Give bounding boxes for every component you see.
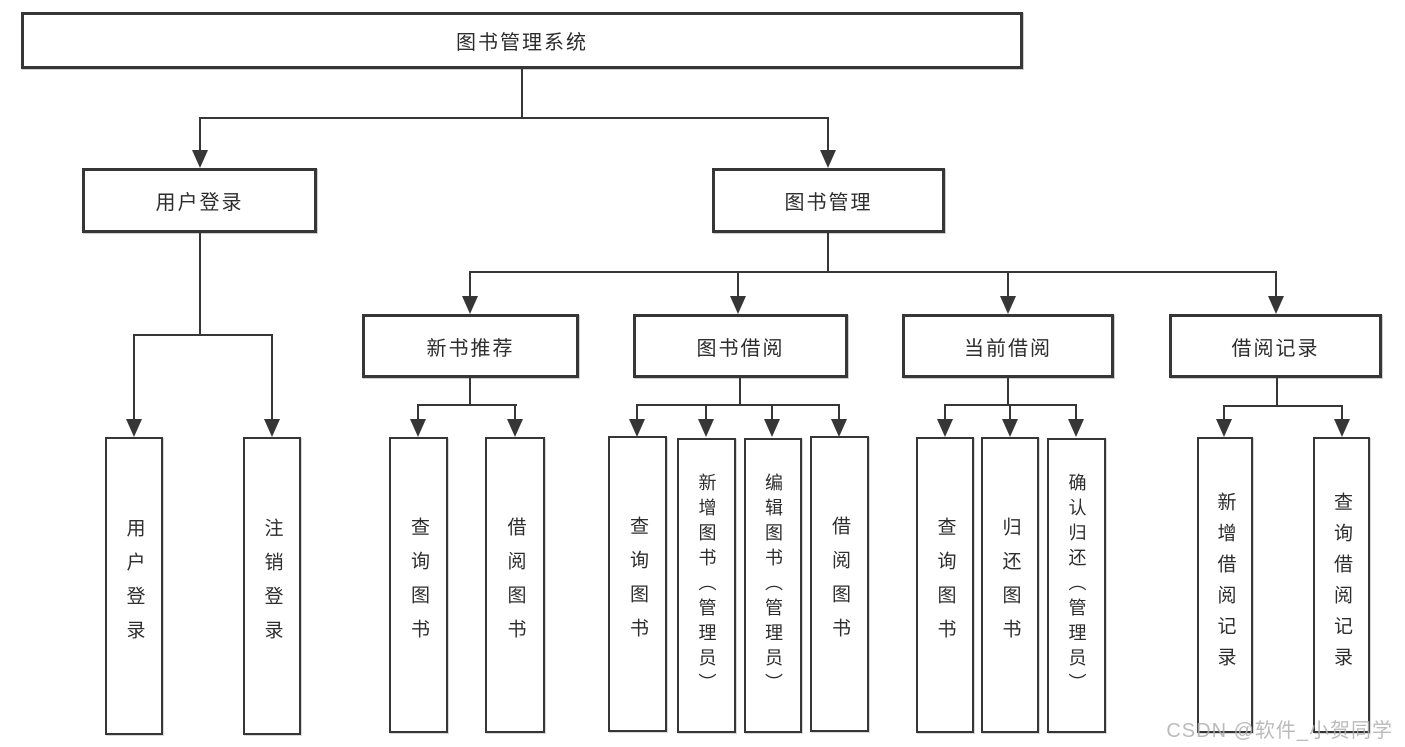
node-book-management-label: 图书管理 bbox=[784, 192, 873, 214]
leaf-borrow-book-1: 借阅图书 bbox=[485, 437, 545, 733]
node-book-borrow: 图书借阅 bbox=[633, 314, 848, 378]
node-current-borrow: 当前借阅 bbox=[902, 314, 1114, 378]
leaf-return-book-label: 归还图书 bbox=[999, 517, 1021, 653]
connector-mgmt-stub bbox=[827, 233, 829, 273]
leaf-return-book: 归还图书 bbox=[981, 437, 1039, 733]
connector-arm bbox=[514, 404, 516, 421]
leaf-query-book-1: 查询图书 bbox=[389, 437, 448, 733]
connector-login-stub bbox=[199, 233, 201, 335]
connector-mgmt-split bbox=[469, 271, 1277, 273]
leaf-query-book-3-label: 查询图书 bbox=[934, 517, 956, 653]
node-new-book-recommend: 新书推荐 bbox=[362, 314, 579, 378]
connector-root-stub bbox=[521, 69, 523, 119]
arrow-down-icon bbox=[264, 419, 280, 437]
node-user-login-label: 用户登录 bbox=[155, 192, 244, 214]
node-root: 图书管理系统 bbox=[21, 12, 1023, 69]
connector-arm bbox=[1275, 271, 1277, 298]
arrow-down-icon bbox=[1068, 419, 1084, 437]
leaf-borrow-book-2: 借阅图书 bbox=[810, 436, 869, 732]
arrow-down-icon bbox=[1000, 296, 1016, 314]
node-borrow-records: 借阅记录 bbox=[1169, 314, 1382, 378]
leaf-query-book-2: 查询图书 bbox=[608, 436, 667, 732]
connector-current-stub bbox=[1007, 378, 1009, 406]
arrow-down-icon bbox=[507, 419, 523, 437]
connector-arm bbox=[1007, 271, 1009, 298]
leaf-query-book-2-label: 查询图书 bbox=[627, 516, 648, 652]
arrow-down-icon bbox=[764, 419, 780, 437]
leaf-confirm-return-admin-label: 确认归还（管理员） bbox=[1066, 473, 1087, 698]
connector-arm bbox=[737, 271, 739, 298]
leaf-query-borrow-record: 查询借阅记录 bbox=[1313, 437, 1370, 733]
arrow-down-icon bbox=[126, 419, 142, 437]
connector-arm bbox=[636, 404, 638, 421]
arrow-down-icon bbox=[1216, 419, 1232, 437]
connector-arm bbox=[1341, 405, 1343, 421]
connector-recommend-stub bbox=[469, 378, 471, 406]
node-book-management: 图书管理 bbox=[712, 168, 945, 233]
leaf-edit-book-admin: 编辑图书（管理员） bbox=[744, 438, 802, 733]
connector-arm bbox=[469, 271, 471, 298]
connector-records-stub bbox=[1276, 378, 1278, 407]
leaf-borrow-book-1-label: 借阅图书 bbox=[504, 517, 526, 653]
leaf-logout-label: 注销登录 bbox=[261, 518, 283, 654]
csdn-watermark: CSDN @软件_小贺同学 bbox=[1166, 720, 1393, 742]
leaf-confirm-return-admin: 确认归还（管理员） bbox=[1047, 438, 1106, 733]
connector-root-split bbox=[199, 117, 829, 119]
leaf-query-borrow-record-label: 查询借阅记录 bbox=[1331, 492, 1352, 678]
connector-borrow-split bbox=[637, 404, 840, 406]
arrow-down-icon bbox=[820, 150, 836, 168]
connector-arm bbox=[827, 117, 829, 152]
leaf-logout: 注销登录 bbox=[243, 437, 301, 735]
leaf-user-login-label: 用户登录 bbox=[123, 518, 145, 654]
connector-arm bbox=[1075, 404, 1077, 421]
node-user-login: 用户登录 bbox=[82, 168, 317, 233]
connector-arm bbox=[133, 334, 135, 421]
node-current-borrow-label: 当前借阅 bbox=[964, 337, 1052, 360]
connector-login-split bbox=[133, 334, 273, 336]
connector-recommend-split bbox=[417, 404, 517, 406]
connector-arm bbox=[1223, 405, 1225, 421]
leaf-query-book-3: 查询图书 bbox=[916, 437, 974, 733]
connector-arm bbox=[271, 334, 273, 421]
leaf-add-borrow-record: 新增借阅记录 bbox=[1197, 437, 1253, 733]
node-root-label: 图书管理系统 bbox=[456, 32, 588, 54]
connector-records-split bbox=[1223, 405, 1343, 407]
leaf-add-book-admin: 新增图书（管理员） bbox=[677, 438, 736, 733]
leaf-add-book-admin-label: 新增图书（管理员） bbox=[696, 473, 717, 698]
leaf-add-borrow-record-label: 新增借阅记录 bbox=[1214, 492, 1236, 678]
node-new-book-recommend-label: 新书推荐 bbox=[426, 337, 515, 360]
connector-arm bbox=[417, 404, 419, 421]
arrow-down-icon bbox=[410, 419, 426, 437]
leaf-borrow-book-2-label: 借阅图书 bbox=[829, 516, 850, 652]
connector-arm bbox=[771, 404, 773, 421]
arrow-down-icon bbox=[192, 150, 208, 168]
arrow-down-icon bbox=[629, 419, 645, 437]
connector-arm bbox=[944, 404, 946, 421]
arrow-down-icon bbox=[730, 296, 746, 314]
arrow-down-icon bbox=[831, 419, 847, 437]
arrow-down-icon bbox=[462, 296, 478, 314]
arrow-down-icon bbox=[1002, 419, 1018, 437]
leaf-edit-book-admin-label: 编辑图书（管理员） bbox=[763, 473, 783, 698]
arrow-down-icon bbox=[937, 419, 953, 437]
arrow-down-icon bbox=[698, 419, 714, 437]
connector-arm bbox=[705, 404, 707, 421]
connector-arm bbox=[838, 404, 840, 421]
connector-arm bbox=[199, 117, 201, 152]
node-book-borrow-label: 图书借阅 bbox=[696, 337, 785, 360]
leaf-query-book-1-label: 查询图书 bbox=[408, 517, 429, 653]
arrow-down-icon bbox=[1268, 296, 1284, 314]
connector-borrow-stub bbox=[739, 378, 741, 406]
connector-arm bbox=[1009, 404, 1011, 421]
arrow-down-icon bbox=[1334, 419, 1350, 437]
leaf-user-login: 用户登录 bbox=[105, 437, 163, 735]
node-borrow-records-label: 借阅记录 bbox=[1231, 337, 1320, 360]
